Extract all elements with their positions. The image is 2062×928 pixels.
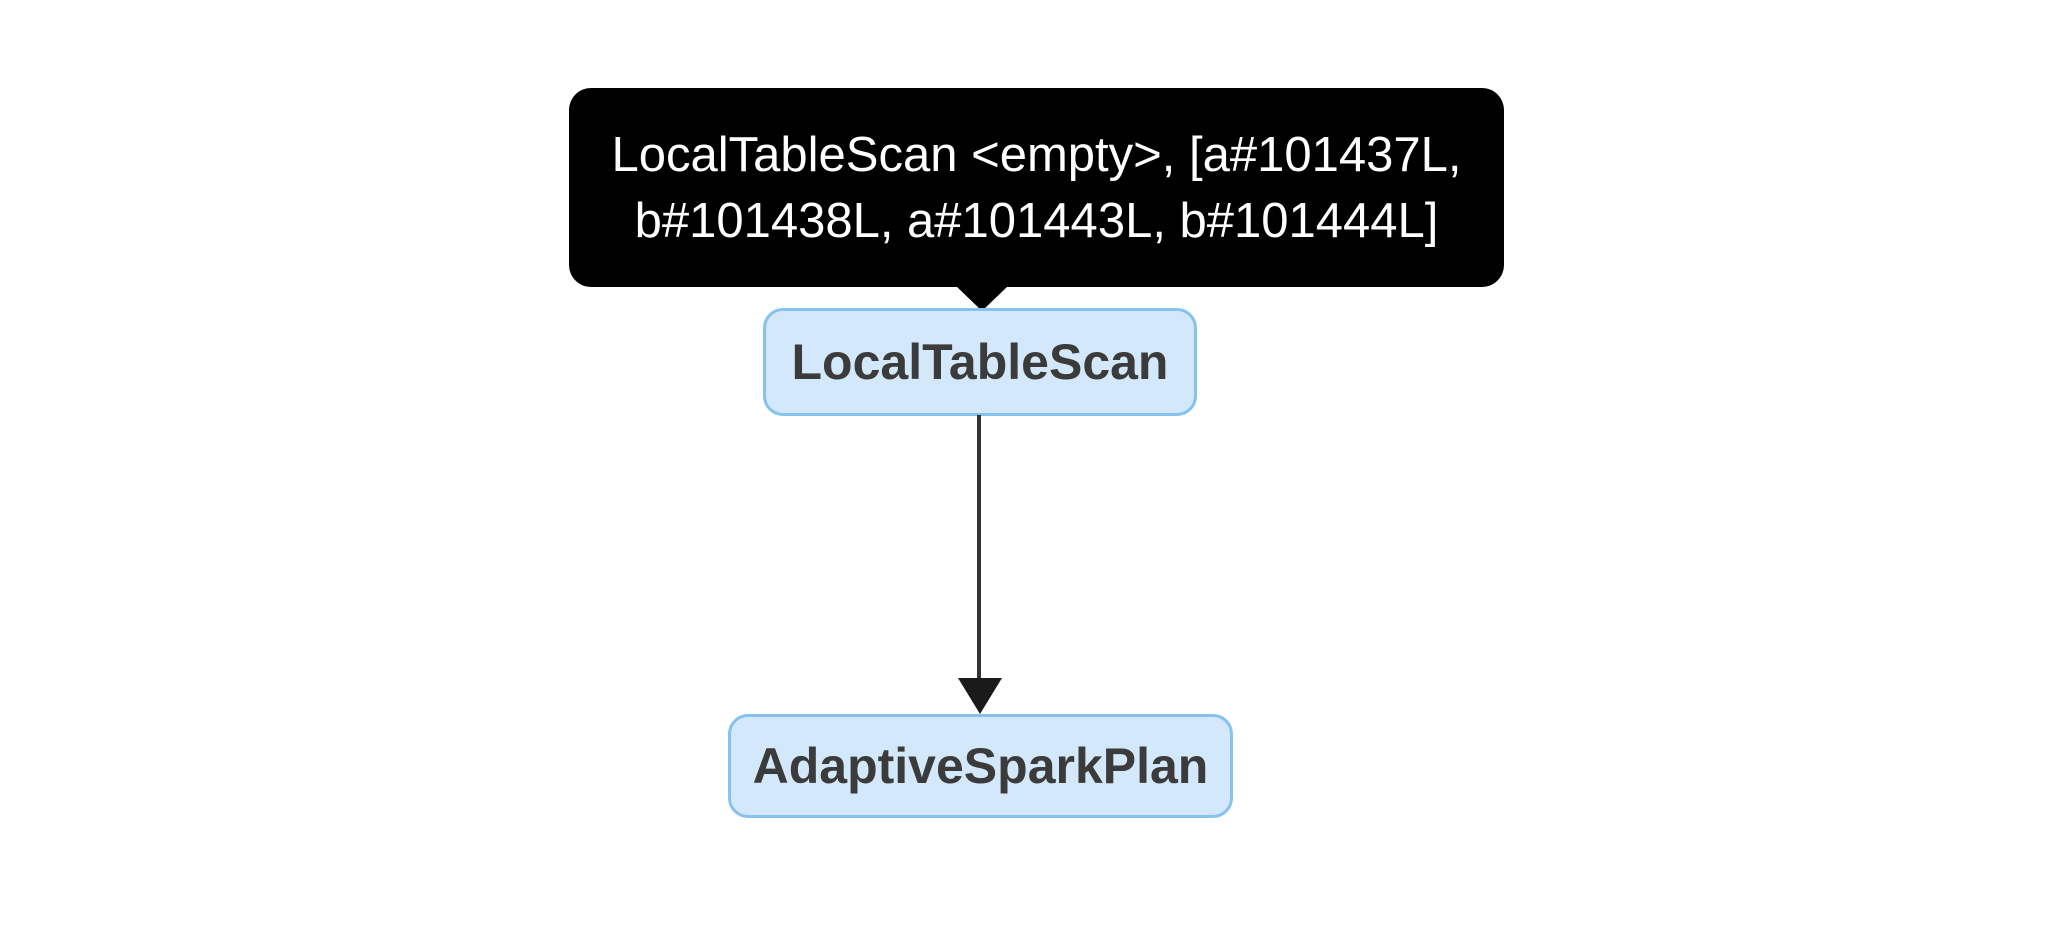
node-adaptivesparkplan[interactable]: AdaptiveSparkPlan (728, 714, 1233, 818)
node-tooltip: LocalTableScan <empty>, [a#101437L, b#10… (569, 88, 1504, 287)
edge-line-localtablescan-to-adaptivesparkplan (977, 415, 981, 680)
tooltip-text-line-1: LocalTableScan <empty>, [a#101437L, (611, 127, 1462, 182)
node-localtablescan[interactable]: LocalTableScan (763, 308, 1197, 416)
node-localtablescan-label: LocalTableScan (791, 334, 1169, 390)
tooltip-text-line-2: b#101438L, a#101443L, b#101444L] (634, 193, 1439, 248)
edge-arrowhead-icon (958, 678, 1002, 714)
node-adaptivesparkplan-label: AdaptiveSparkPlan (752, 738, 1209, 794)
tooltip-arrow-icon (956, 286, 1008, 311)
